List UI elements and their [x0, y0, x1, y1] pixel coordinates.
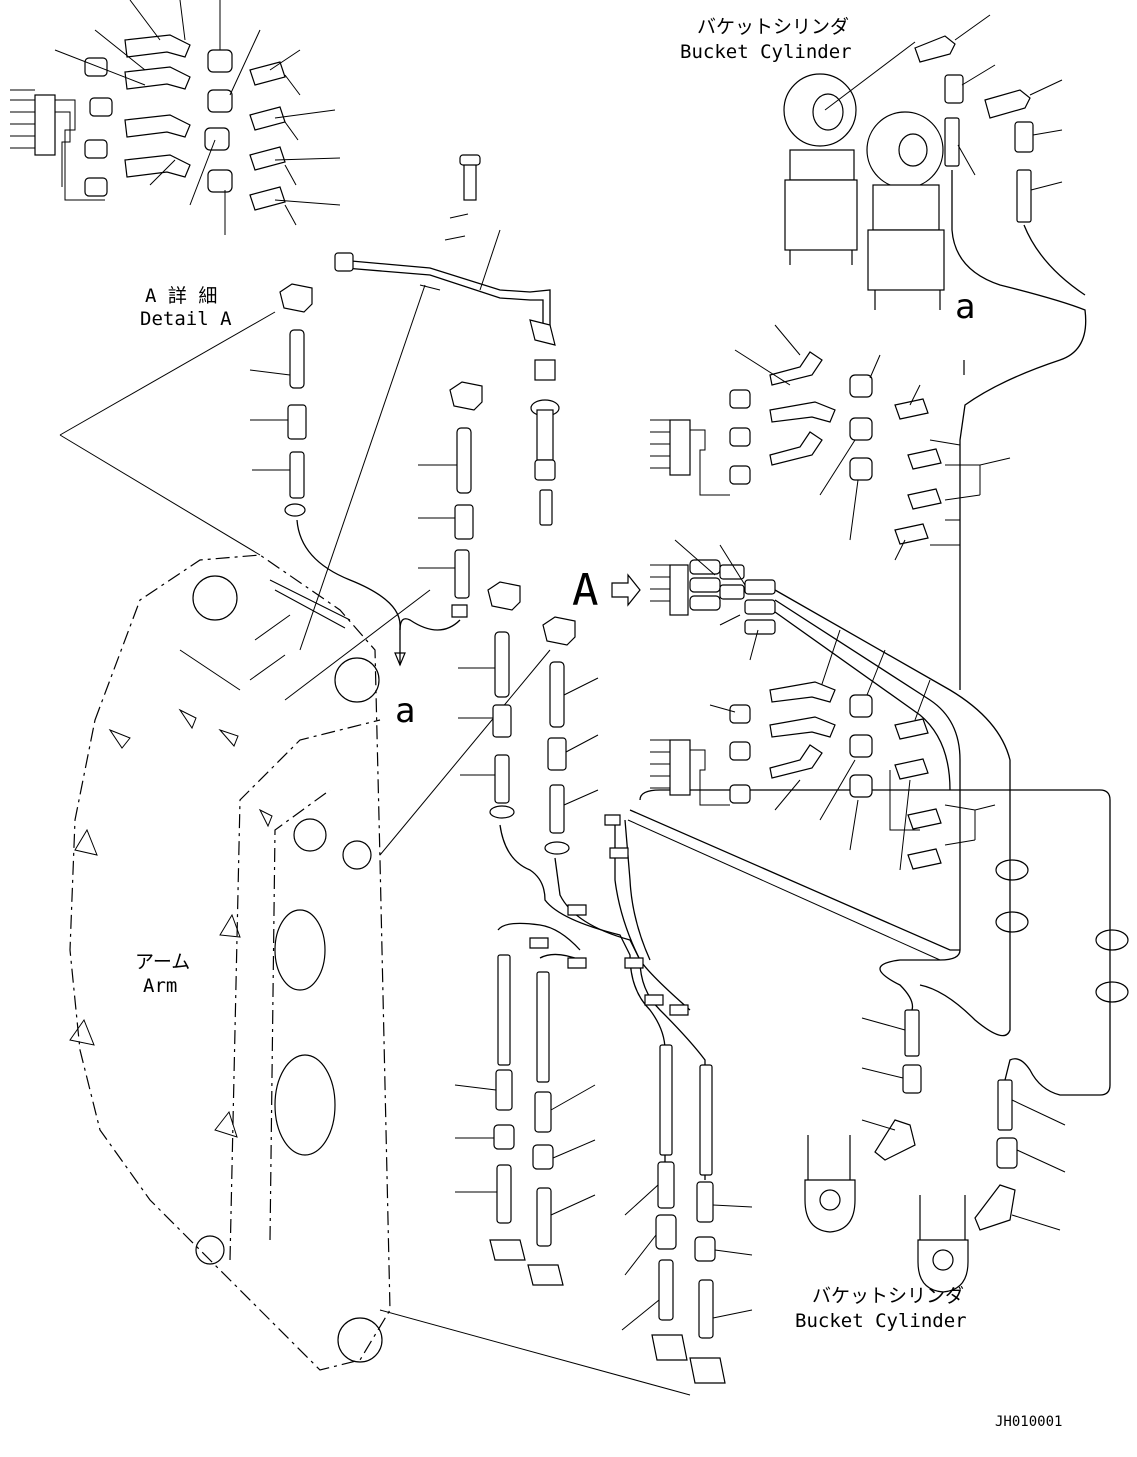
detail-a-jp: A 詳 細	[145, 285, 217, 307]
detail-fittings-group	[10, 0, 341, 235]
lower-right-hoses	[879, 850, 1129, 1096]
view-a-letter: A	[572, 565, 599, 616]
detail-a-column	[249, 283, 406, 667]
labels: バケットシリンダ Bucket Cylinder A 詳 細 Detail A …	[135, 16, 1062, 1430]
arm-body	[69, 554, 391, 1371]
bucket-cylinder-top-jp: バケットシリンダ	[697, 16, 849, 38]
bucket-cylinder-bottom-en: Bucket Cylinder	[795, 1310, 967, 1332]
connection-mark-a-2: a	[395, 691, 415, 731]
right-group-middle	[650, 539, 1011, 950]
drawing-code: JH010001	[995, 1414, 1062, 1430]
bucket-cylinder-bottom	[804, 1009, 1066, 1293]
right-group-upper	[650, 324, 1011, 561]
arm-en: Arm	[143, 975, 177, 997]
bottom-columns	[454, 954, 753, 1384]
bucket-cylinder-bottom-jp: バケットシリンダ	[812, 1285, 964, 1307]
right-group-lower	[650, 681, 996, 871]
hoses-center	[497, 789, 1111, 1180]
detail-a-leaders	[59, 311, 691, 1396]
center-column-2	[458, 581, 521, 819]
center-pipe-assembly	[299, 154, 560, 651]
center-column-1	[399, 381, 483, 631]
bucket-cylinder-top-en: Bucket Cylinder	[680, 41, 852, 63]
arm-jp: アーム	[135, 951, 190, 973]
detail-a-en: Detail A	[140, 308, 232, 330]
center-column-3	[542, 616, 599, 855]
bucket-cylinder-top	[783, 14, 1087, 690]
clamps	[529, 814, 689, 1016]
view-a-marker	[611, 573, 641, 607]
connection-mark-a-1: a	[955, 287, 975, 327]
